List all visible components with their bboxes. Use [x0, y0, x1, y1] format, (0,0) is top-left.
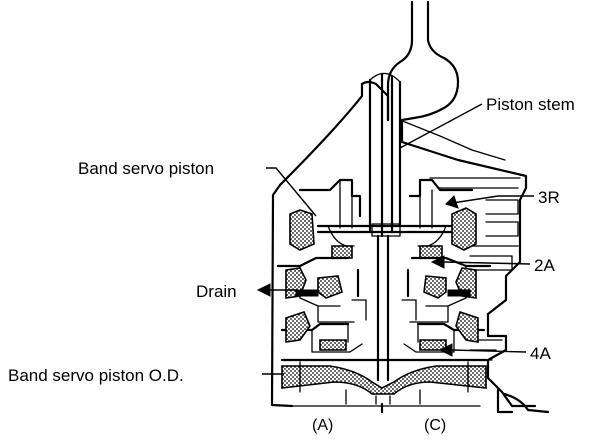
band-servo-piston-od [280, 358, 488, 414]
upper-seals [289, 207, 477, 259]
servo-housing [270, 80, 537, 408]
label-section-c: (C) [424, 417, 446, 434]
label-piston-stem: Piston stem [486, 95, 575, 114]
lower-piston [280, 310, 486, 353]
leader-lines [256, 103, 534, 375]
drain-arrowhead [256, 283, 271, 297]
label-3r: 3R [538, 188, 560, 207]
label-4a: 4A [530, 344, 551, 363]
upper-piston [298, 178, 474, 247]
label-band-servo-piston: Band servo piston [78, 159, 214, 178]
port-2a-leader [443, 261, 531, 265]
piston-stem [368, 72, 402, 382]
label-drain: Drain [196, 282, 237, 301]
port-2a-arrowhead [430, 255, 445, 269]
piston-stem-leader [399, 103, 483, 149]
label-band-servo-piston-od: Band servo piston O.D. [8, 366, 184, 385]
label-section-a: (A) [312, 417, 333, 434]
middle-seals [285, 267, 477, 299]
port-4a-arrowhead [438, 343, 453, 357]
upper-pipe [386, 0, 460, 122]
band-servo-piston-leader [266, 167, 317, 217]
port-4a-leader [451, 349, 527, 353]
label-2a: 2A [534, 256, 555, 275]
